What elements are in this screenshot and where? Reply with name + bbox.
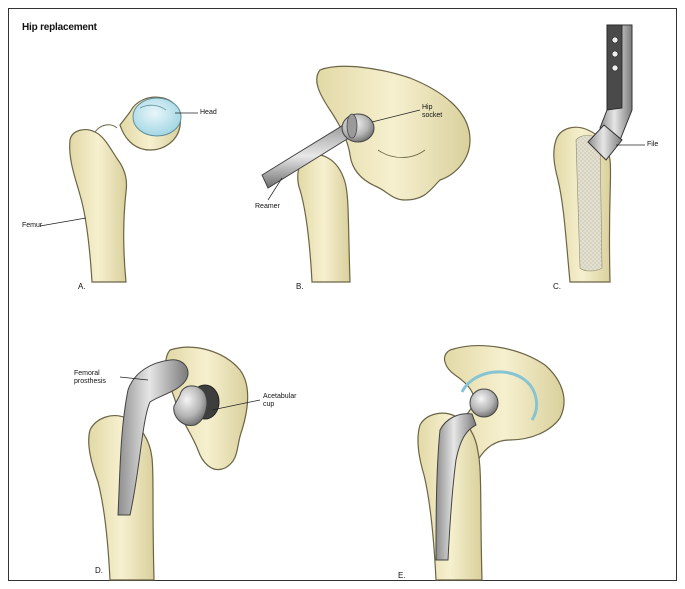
panel-letter-c: C.: [553, 282, 561, 291]
panel-letter-a: A.: [78, 282, 86, 291]
panel-letter-b: B.: [296, 282, 304, 291]
head-cartilage: [133, 98, 181, 136]
label-file: File: [647, 141, 658, 149]
femoral-neck-a: [95, 125, 117, 132]
panel-letter-d: D.: [95, 566, 103, 575]
panel-b: [262, 66, 470, 282]
label-head: Head: [200, 109, 217, 117]
label-acetabular-cup: Acetabular cup: [263, 393, 296, 409]
label-reamer: Reamer: [255, 203, 280, 211]
label-hip-socket: Hip socket: [422, 104, 442, 120]
femur-bone-a: [70, 130, 127, 282]
femur-bone-b: [298, 155, 350, 282]
femoral-canal: [576, 136, 602, 272]
panel-e: [418, 346, 564, 580]
panel-d: [89, 347, 260, 580]
panel-letter-e: E.: [398, 571, 406, 580]
label-femur: Femur: [22, 222, 42, 230]
panel-c: [554, 25, 645, 282]
panel-a: [40, 97, 198, 282]
label-femoral-prosthesis: Femoral prosthesis: [74, 370, 106, 386]
prosthetic-head-ball: [470, 389, 498, 417]
